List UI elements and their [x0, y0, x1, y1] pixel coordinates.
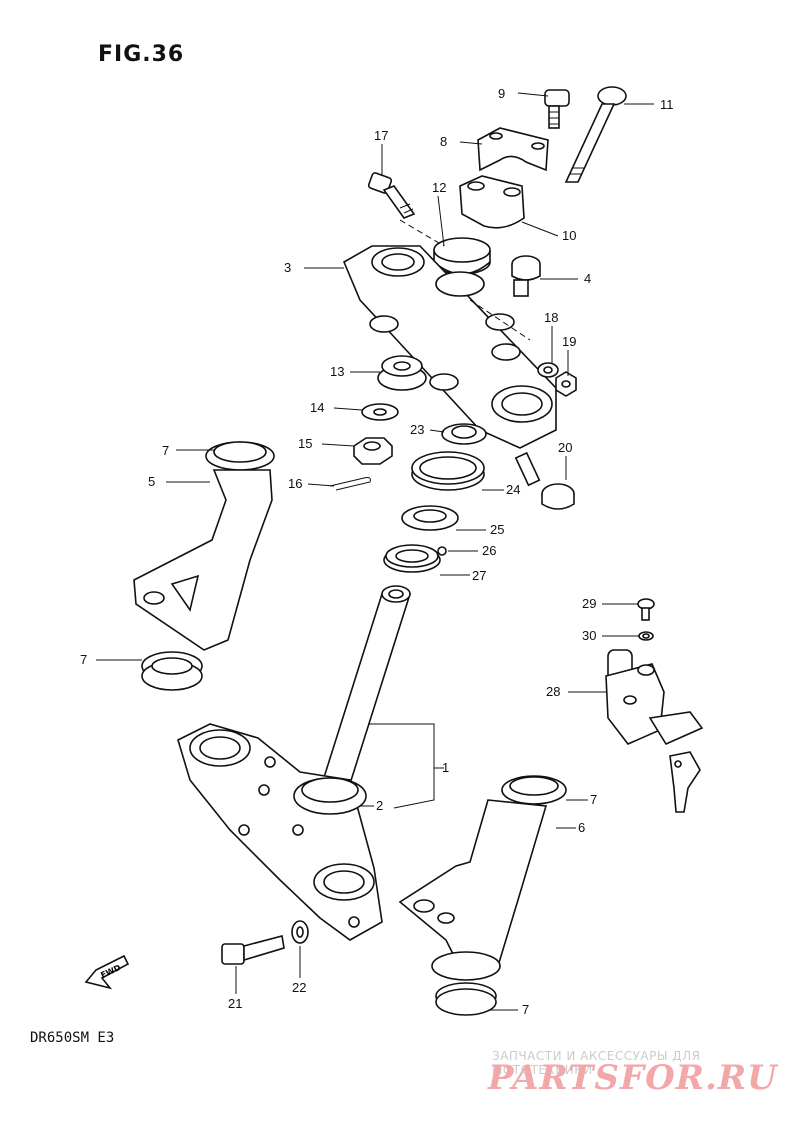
callout-7-top-left: 7 — [162, 443, 169, 458]
callout-11: 11 — [660, 97, 674, 112]
part-upper-bracket-3 — [342, 245, 557, 449]
part-handlebar-clamp-8 — [477, 127, 549, 172]
callout-15: 15 — [298, 436, 312, 451]
callout-6: 6 — [578, 820, 585, 835]
callout-26: 26 — [482, 543, 496, 558]
part-fork-guard-left — [133, 441, 275, 691]
callout-13: 13 — [330, 364, 344, 379]
part-washer-22 — [291, 920, 309, 944]
fwd-arrow-icon: FWD — [84, 954, 130, 990]
part-lower-bracket-2 — [177, 723, 383, 941]
watermark-brand: PARTSFOR.RU — [488, 1058, 778, 1098]
part-bolt-21 — [221, 935, 285, 965]
callout-3: 3 — [284, 260, 291, 275]
part-ignition-switch-28 — [605, 649, 704, 813]
fwd-label: FWD — [99, 963, 122, 980]
part-long-bolt-11 — [564, 86, 627, 183]
callout-7-top-right: 7 — [590, 792, 597, 807]
callout-30: 30 — [582, 628, 596, 643]
callout-24: 24 — [506, 482, 520, 497]
callout-21: 21 — [228, 996, 242, 1011]
callout-19: 19 — [562, 334, 576, 349]
callout-2: 2 — [376, 798, 383, 813]
part-dust-seal-24 — [411, 451, 485, 491]
callout-25: 25 — [490, 522, 504, 537]
figure-title: FIG.36 — [98, 42, 185, 67]
part-washer-18 — [537, 362, 559, 378]
callout-17: 17 — [374, 128, 388, 143]
part-bolt-4 — [511, 255, 541, 297]
model-code: DR650SM E3 — [30, 1030, 115, 1046]
callout-7-bottom-left: 7 — [80, 652, 87, 667]
part-screw-29 — [637, 598, 655, 621]
callout-9: 9 — [498, 86, 505, 101]
callout-28: 28 — [546, 684, 560, 699]
part-fork-guard-right — [398, 775, 567, 1016]
callout-5: 5 — [148, 474, 155, 489]
part-steering-nut-23 — [441, 423, 487, 445]
part-steering-stem-1 — [318, 585, 412, 791]
leader-lines — [96, 92, 654, 1011]
callout-27: 27 — [472, 568, 486, 583]
part-cotter-pin-16 — [329, 477, 371, 491]
callout-12: 12 — [432, 180, 446, 195]
part-ball-26 — [437, 546, 447, 556]
callout-18: 18 — [544, 310, 558, 325]
callout-8: 8 — [440, 134, 447, 149]
callout-14: 14 — [310, 400, 324, 415]
part-race-27 — [383, 544, 441, 573]
callout-1: 1 — [442, 760, 449, 775]
callout-7-bottom-right: 7 — [522, 1002, 529, 1017]
callout-10: 10 — [562, 228, 576, 243]
callout-29: 29 — [582, 596, 596, 611]
guide-line — [399, 219, 445, 247]
part-washer-30 — [638, 631, 654, 641]
part-cushion-12 — [433, 237, 491, 275]
part-bearing-25 — [401, 505, 459, 531]
part-bolt-17 — [367, 172, 416, 219]
part-cushion-13 — [377, 355, 427, 391]
part-bolt-20 — [514, 451, 575, 510]
callout-16: 16 — [288, 476, 302, 491]
part-bolt-9 — [544, 89, 570, 129]
guide-line — [469, 299, 531, 341]
part-nut-15 — [353, 437, 393, 465]
part-nut-19 — [555, 371, 577, 397]
watermark-tagline: ЗАПЧАСТИ И АКСЕССУАРЫ ДЛЯ МОТОТЕХНИКИ — [492, 1049, 701, 1077]
callout-4: 4 — [584, 271, 591, 286]
callout-22: 22 — [292, 980, 306, 995]
callout-20: 20 — [558, 440, 572, 455]
callout-23: 23 — [410, 422, 424, 437]
callout-labels: 9 11 8 17 12 10 3 4 18 19 13 14 15 16 23… — [80, 86, 674, 1017]
part-handlebar-holder-10 — [459, 175, 525, 229]
part-washer-14 — [361, 403, 399, 421]
